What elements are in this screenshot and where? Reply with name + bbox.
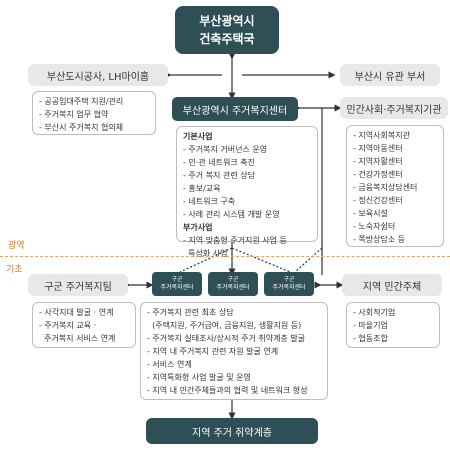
- right-list: - 지역사회복지관 - 지역아동센터 - 지역자활센터 - 건강가정센터 - 금…: [346, 125, 444, 247]
- list-item: (주택지원, 주거급여, 금융지원, 생활지원 등): [147, 321, 302, 330]
- list-item: - 네트워크 구축: [183, 197, 236, 206]
- list-item: - 보육시설: [353, 209, 388, 218]
- list-item: - 지역 맞춤형 주거지원 사업 등: [183, 236, 287, 245]
- list-item: - 홍보/교육: [183, 184, 221, 193]
- local-private-box: 지역 민간주체: [342, 274, 442, 296]
- list-item: - 공공임대주택 지원/관리: [39, 97, 124, 106]
- bottom-list: - 주거복지 관련 최초 상담 (주택지원, 주거급여, 금융지원, 생활지원 …: [140, 302, 328, 400]
- list-item: - 주거복지 업무 협약: [39, 110, 109, 119]
- list-item: 특성화 사업: [183, 249, 228, 258]
- list-item: - 금융복지상담센터: [353, 183, 418, 192]
- left-top-box: 부산도시공사, LH마이홈: [28, 64, 168, 86]
- left-list: - 공공임대주택 지원/관리 - 주거복지 업무 협약 - 부산시 주거복지 협…: [32, 91, 156, 135]
- list-item: - 지역아동센터: [353, 144, 403, 153]
- gu-center-3: 구군 주거복지센터: [264, 272, 314, 296]
- tag-base: 기초: [6, 265, 23, 275]
- extra-title: 부가사업: [183, 223, 213, 232]
- list-item: - 지역특화형 사업 발굴 및 운영: [147, 373, 251, 382]
- gu-list: - 사각지대 발굴 · 연계 - 주거복지 교육 · 주거복지 서비스 연계: [32, 302, 136, 348]
- basic-title: 기본사업: [183, 132, 213, 141]
- center-box: 부산광역시 주거복지센터: [172, 97, 298, 121]
- list-item: - 민·관 네트워크 촉진: [183, 158, 255, 167]
- gu-center-2: 구군 주거복지센터: [208, 272, 258, 296]
- list-item: - 부산시 주거복지 협의체: [39, 123, 124, 132]
- list-item: - 사회적기업: [353, 308, 396, 317]
- list-item: 주거복지 서비스 연계: [39, 334, 116, 343]
- busan-city-box: 부산광역시 건축주택국: [175, 6, 279, 54]
- gu-center-1: 구군 주거복지센터: [152, 272, 202, 296]
- list-item: - 쪽방상담소 등: [353, 235, 406, 244]
- list-item: - 주거복지 관련 최초 상담: [147, 308, 234, 317]
- center-list: 기본사업 - 주거복지 거버넌스 운영 - 민·관 네트워크 촉진 - 주거 복…: [176, 126, 318, 258]
- list-item: - 마을기업: [353, 321, 388, 330]
- tag-wide: 광역: [8, 241, 25, 251]
- list-item: - 지역자활센터: [353, 157, 403, 166]
- list-item: - 정신건강센터: [353, 196, 403, 205]
- list-item: - 건강가정센터: [353, 170, 403, 179]
- list-item: - 주거 복지 관련 상담: [183, 171, 255, 180]
- list-item: - 사례 관리 시스템 개발 운영: [183, 210, 280, 219]
- list-item: - 주거복지 교육 ·: [39, 321, 97, 330]
- list-item: - 사각지대 발굴 · 연계: [39, 308, 114, 317]
- list-item: - 노숙자쉼터: [353, 222, 396, 231]
- busan-city-line1: 부산광역시: [199, 14, 255, 28]
- list-item: - 지역 내 민간주체들과의 협력 및 네트워크 형성: [147, 386, 308, 395]
- list-item: - 주거복지 실태조사/상시적 주거 취약계층 발굴: [147, 334, 306, 343]
- list-item: - 서비스 연계: [147, 360, 192, 369]
- list-item: - 주거복지 거버넌스 운영: [183, 145, 268, 154]
- list-item: - 지역 내 주거복지 관련 자원 발굴 연계: [147, 347, 279, 356]
- local-list: - 사회적기업 - 마을기업 - 협동조합: [346, 302, 440, 348]
- busan-city-line2: 건축주택국: [199, 32, 255, 46]
- list-item: - 지역사회복지관: [353, 131, 410, 140]
- list-item: - 협동조합: [353, 334, 388, 343]
- divider-line: [0, 256, 450, 257]
- right-mid-box: 민간사회·주거복지기관: [340, 97, 448, 119]
- bottom-box: 지역 주거 취약계층: [146, 418, 318, 444]
- right-top-box: 부산시 유관 부서: [340, 64, 440, 86]
- gu-team-box: 구군 주거복지팀: [28, 274, 128, 296]
